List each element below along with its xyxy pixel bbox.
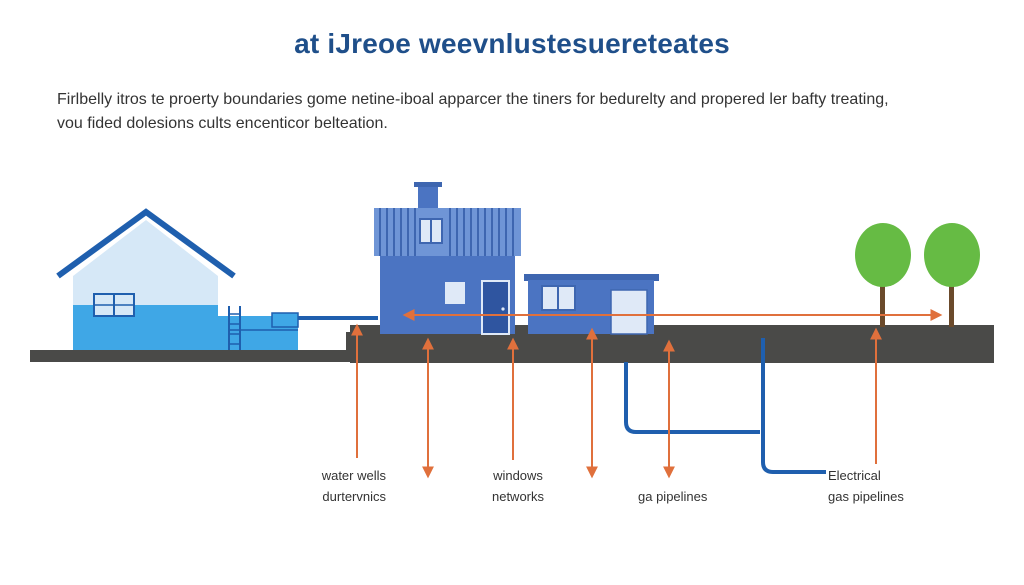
diagram-description: Firlbelly itros te proerty boundaries go… (57, 88, 957, 136)
pool-ladder (228, 306, 241, 350)
center-building-roof (374, 208, 521, 256)
tree-2-canopy (924, 223, 980, 287)
pipe-electrical (761, 338, 826, 474)
label-water-wells-line2: durtervnics (322, 489, 386, 504)
tree-1-canopy (855, 223, 911, 287)
left-house (56, 208, 236, 350)
label-water-wells: water wells durtervnics (300, 465, 386, 507)
label-water-wells-line1: water wells (321, 468, 386, 483)
center-building-window (445, 282, 465, 304)
pipe-gas (624, 362, 760, 434)
left-house-roof (56, 208, 236, 279)
center-building-door (481, 280, 510, 335)
label-ga-pipelines-line2: ga pipelines (638, 489, 708, 504)
trees (855, 223, 980, 327)
pool-tank (218, 306, 378, 350)
label-windows-line2: networks (491, 489, 545, 504)
description-line-1: Firlbelly itros te proerty boundaries go… (57, 91, 889, 108)
label-windows-networks: windows networks (480, 465, 556, 507)
tree-1-trunk (880, 282, 885, 327)
label-electrical-gas: Electrical gas pipelines (828, 465, 904, 507)
label-windows-line1: windows (493, 468, 543, 483)
tree-2-trunk (949, 282, 954, 327)
description-line-2: vou fided dolesions cults encenticor bel… (57, 115, 388, 132)
annex-building (524, 274, 659, 335)
annex-garage-door (610, 289, 648, 335)
diagram-title: at iJreoe weevnlustesueretеates (294, 28, 730, 59)
label-electrical-line1: Electrical (828, 468, 881, 483)
label-electrical-line2: gas pipelines (828, 489, 904, 504)
center-building (374, 182, 521, 335)
vertical-arrows (351, 323, 882, 479)
label-ga-pipelines-line1 (638, 465, 707, 486)
underground-pipes (624, 338, 826, 474)
chimney (418, 184, 438, 210)
label-ga-pipelines: ga pipelines (638, 465, 707, 507)
